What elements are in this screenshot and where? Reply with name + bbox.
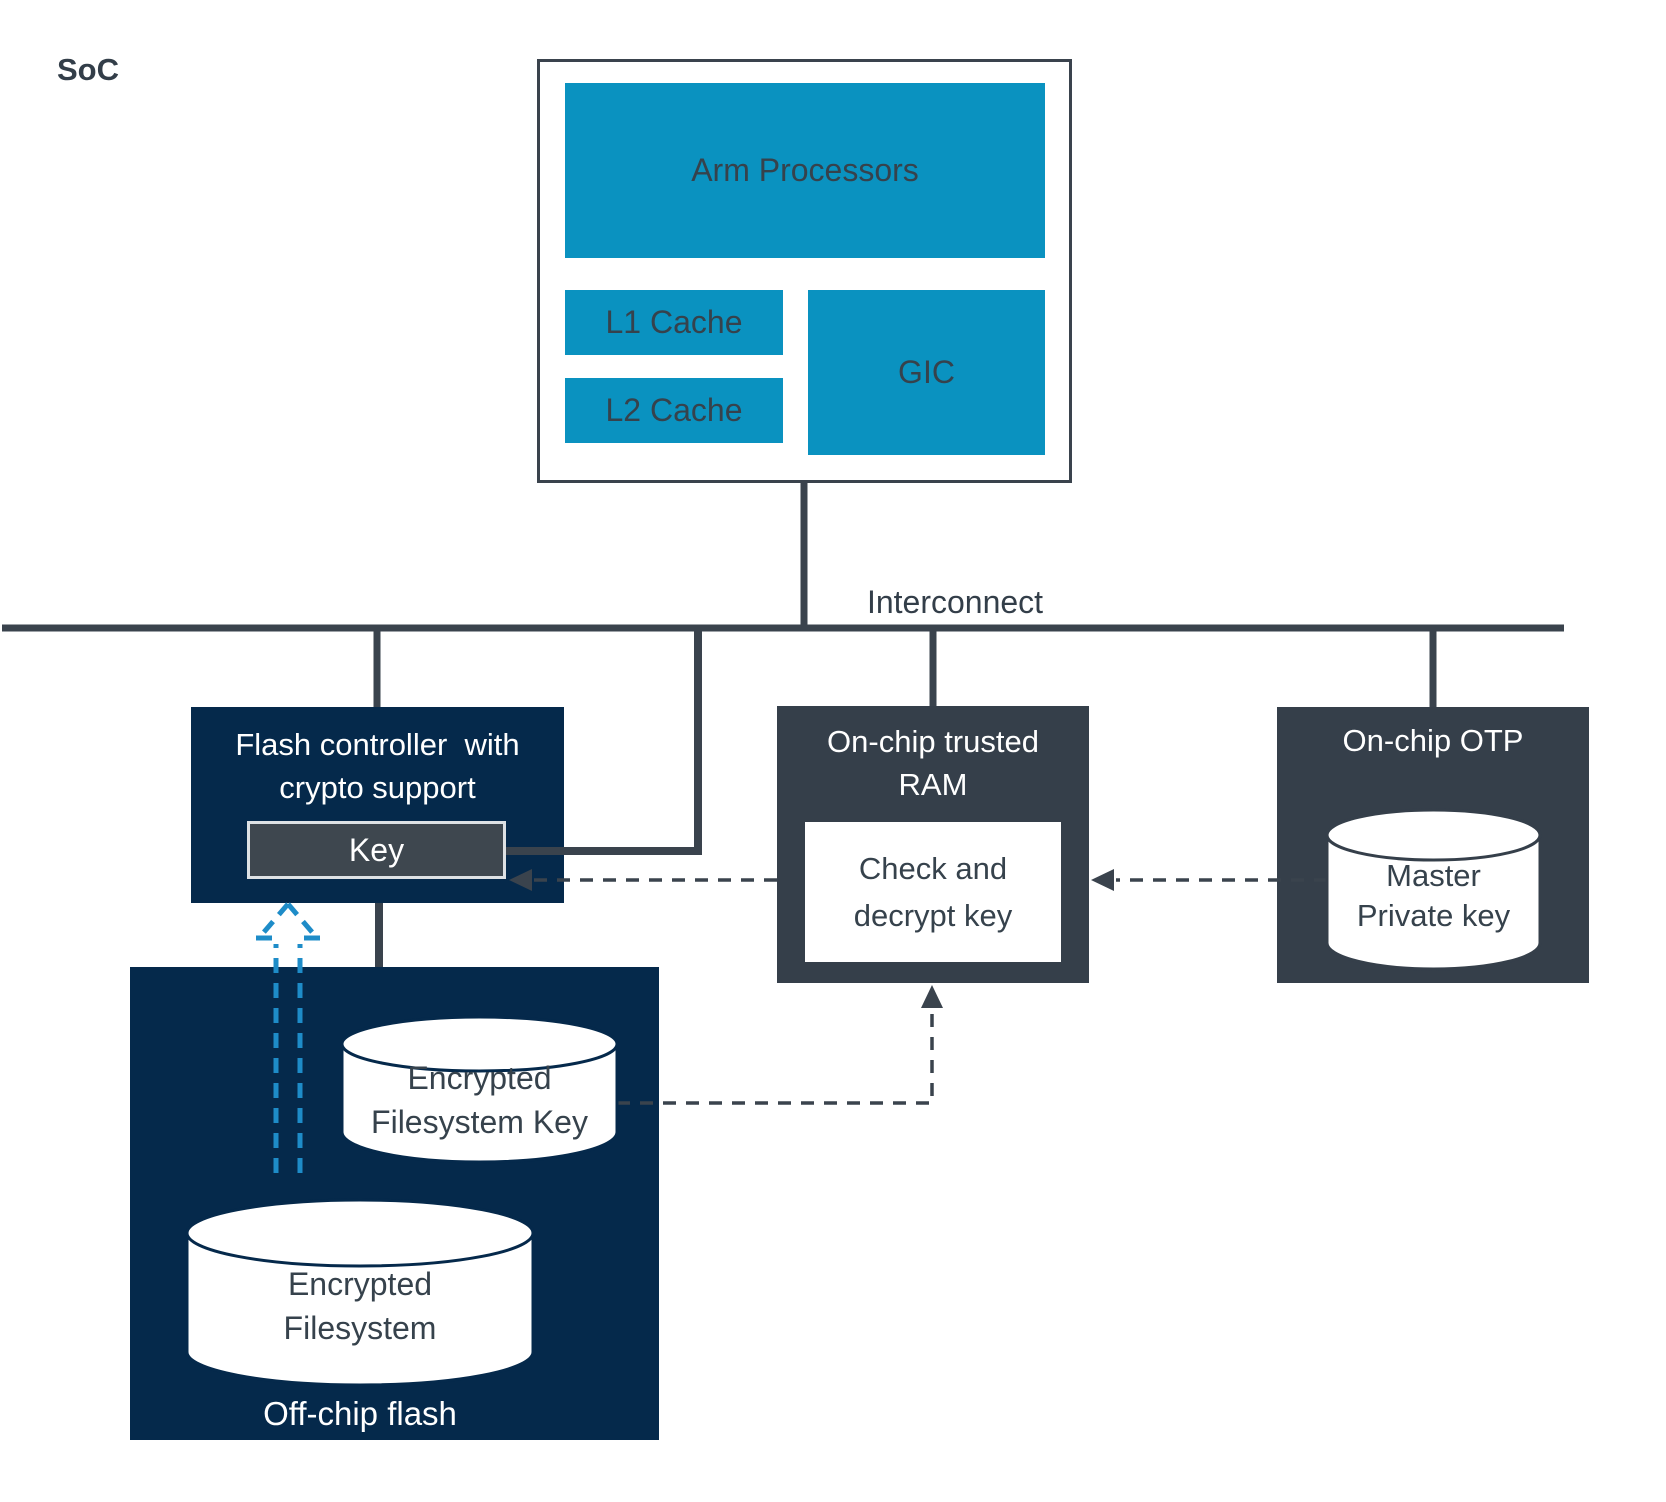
key-box: Key bbox=[247, 821, 506, 879]
efk-label-line1: Encrypted bbox=[407, 1060, 552, 1096]
efk-to-ram-dashed-line bbox=[617, 1008, 934, 1105]
ram-title-line1: On-chip trusted bbox=[827, 724, 1039, 759]
efk-to-ram-arrowhead bbox=[921, 985, 943, 1008]
master-private-key-label: Master Private key bbox=[1327, 856, 1540, 936]
check-box-line1: Check and bbox=[858, 851, 1008, 886]
blue-arrowhead-left-edge bbox=[256, 902, 290, 941]
arm-processors-box: Arm Processors bbox=[565, 83, 1045, 258]
blue-arrowhead-right-edge bbox=[286, 902, 320, 941]
off-chip-flash-box: Off-chip flash bbox=[130, 967, 659, 1440]
soc-label: SoC bbox=[57, 52, 119, 87]
l1-cache-box: L1 Cache bbox=[565, 290, 783, 355]
check-and-decrypt-key-box: Check and decrypt key bbox=[805, 822, 1061, 962]
flash-controller-box: Flash controller with crypto support Key bbox=[191, 707, 564, 903]
efk-label-line2: Filesystem Key bbox=[371, 1104, 588, 1140]
l2-cache-box: L2 Cache bbox=[565, 378, 783, 443]
on-chip-trusted-ram-box: On-chip trusted RAM Check and decrypt ke… bbox=[777, 706, 1089, 983]
mpk-label-line1: Master bbox=[1386, 858, 1481, 893]
flash-controller-title-line1: Flash controller with bbox=[235, 727, 520, 762]
otp-title: On-chip OTP bbox=[1342, 723, 1524, 758]
check-box-line2: decrypt key bbox=[853, 898, 1013, 933]
encrypted-filesystem-label: Encrypted Filesystem bbox=[187, 1262, 533, 1350]
interconnect-label: Interconnect bbox=[866, 584, 1044, 620]
soc-box: Arm Processors L1 Cache L2 Cache GIC bbox=[537, 59, 1072, 483]
ram-title: On-chip trusted RAM bbox=[777, 720, 1089, 806]
ef-label-line2: Filesystem bbox=[283, 1310, 437, 1346]
gic-box: GIC bbox=[808, 290, 1045, 455]
ram-title-line2: RAM bbox=[898, 767, 968, 802]
flash-controller-title-line2: crypto support bbox=[279, 770, 476, 805]
otp-to-ram-arrowhead bbox=[1091, 869, 1114, 891]
on-chip-otp-box: On-chip OTP bbox=[1277, 707, 1589, 983]
ef-label-line1: Encrypted bbox=[287, 1266, 433, 1302]
key-label: Key bbox=[348, 831, 405, 868]
flash-controller-title: Flash controller with crypto support bbox=[191, 723, 564, 809]
off-chip-flash-label: Off-chip flash bbox=[263, 1395, 457, 1432]
encrypted-filesystem-key-label: Encrypted Filesystem Key bbox=[342, 1056, 617, 1144]
mpk-label-line2: Private key bbox=[1356, 898, 1511, 933]
